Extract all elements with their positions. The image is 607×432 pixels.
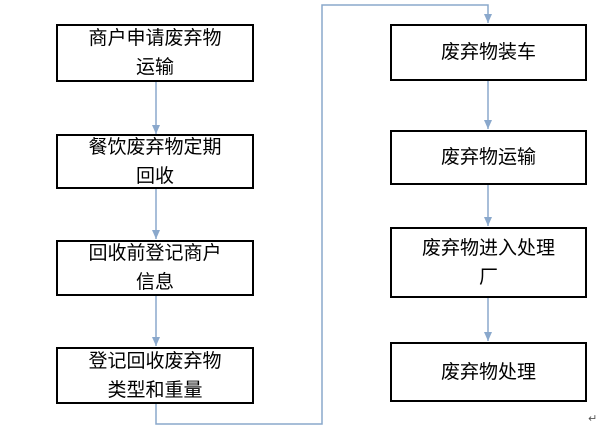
step-box-periodic-collection: 餐饮废弃物定期 回收 bbox=[56, 134, 254, 189]
paragraph-return-mark: ↵ bbox=[588, 412, 598, 425]
step-box-processing: 废弃物处理 bbox=[390, 342, 587, 402]
step-box-transport: 废弃物运输 bbox=[390, 130, 587, 185]
step-box-enter-plant: 废弃物进入处理 厂 bbox=[390, 227, 587, 298]
step-box-register-merchant: 回收前登记商户 信息 bbox=[56, 240, 254, 296]
step-label: 餐饮废弃物定期 回收 bbox=[88, 135, 222, 187]
step-box-register-type-weight: 登记回收废弃物 类型和重量 bbox=[56, 347, 254, 404]
step-box-apply-transport: 商户申请废弃物 运输 bbox=[56, 24, 254, 82]
step-label: 回收前登记商户 信息 bbox=[88, 242, 222, 293]
step-box-loading: 废弃物装车 bbox=[390, 24, 587, 81]
step-label: 废弃物装车 bbox=[440, 41, 536, 63]
step-label: 废弃物运输 bbox=[440, 146, 536, 168]
step-label: 废弃物处理 bbox=[440, 360, 536, 383]
step-label: 登记回收废弃物 类型和重量 bbox=[88, 349, 222, 401]
arrow-n4-to-n5 bbox=[155, 4, 492, 425]
step-label: 废弃物进入处理 厂 bbox=[421, 236, 555, 288]
step-label: 商户申请废弃物 运输 bbox=[88, 27, 222, 78]
